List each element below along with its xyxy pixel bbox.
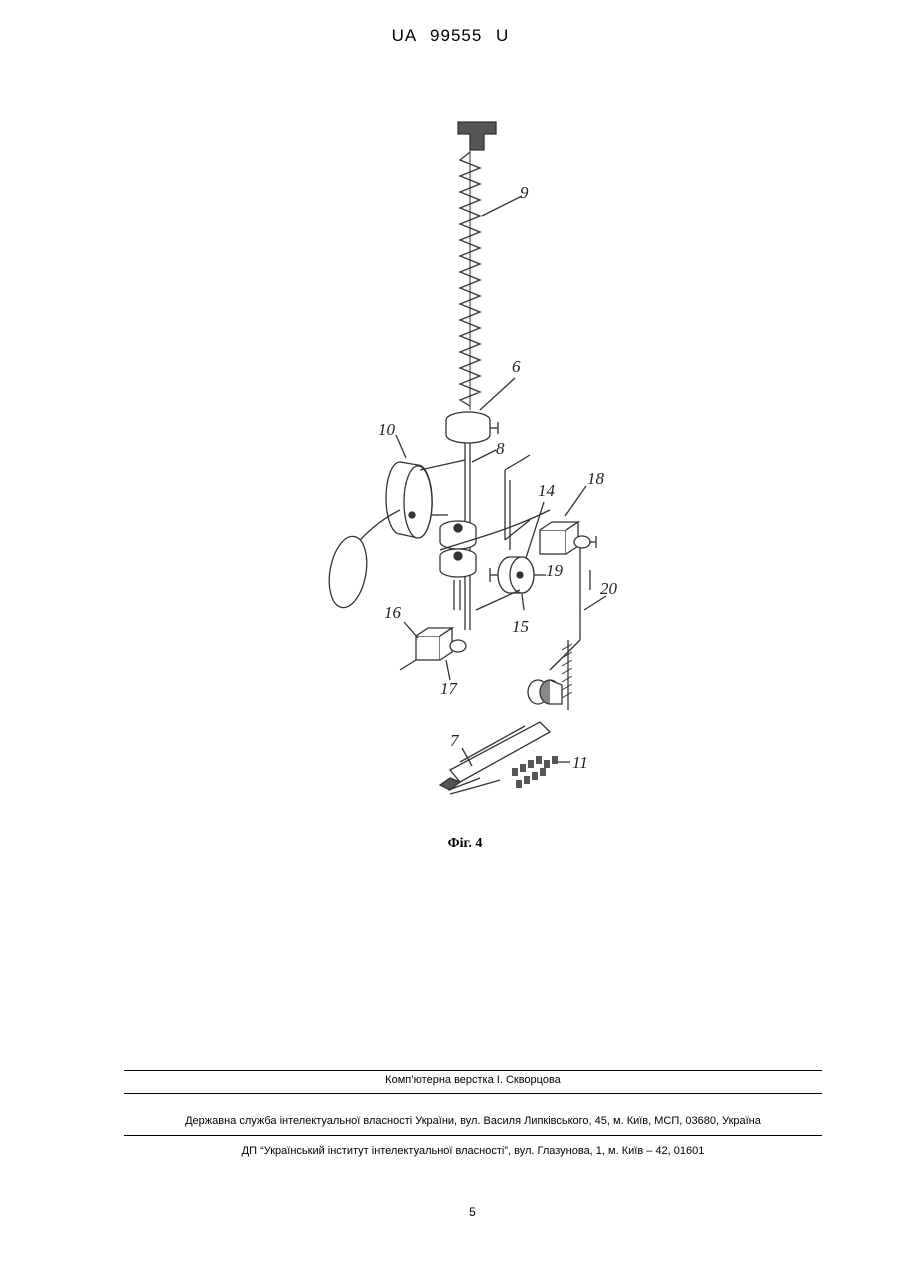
- label-6: 6: [512, 357, 521, 376]
- patent-drawing: 9 6 10 8 14 18 19 20 15 16 17 7 11: [300, 110, 640, 810]
- mechanism-diagram: 9 6 10 8 14 18 19 20 15 16 17 7 11: [300, 110, 640, 810]
- label-16: 16: [384, 603, 402, 622]
- label-17: 17: [440, 679, 459, 698]
- institute-address: ДП “Український інститут інтелектуальної…: [124, 1145, 822, 1157]
- label-20: 20: [600, 579, 618, 598]
- page-number: 5: [0, 1205, 901, 1219]
- label-7: 7: [450, 731, 460, 750]
- loop: [324, 533, 372, 610]
- label-19: 19: [546, 561, 564, 580]
- label-18: 18: [587, 469, 605, 488]
- label-10: 10: [378, 420, 396, 439]
- figure-caption: Фіг. 4: [0, 836, 901, 852]
- block-6: [446, 420, 490, 443]
- block-18: [540, 530, 566, 554]
- label-8: 8: [496, 439, 505, 458]
- document-id: UA 99555 U: [0, 26, 901, 46]
- label-9: 9: [520, 183, 529, 202]
- block-16: [416, 636, 440, 660]
- agency-address: Державна служба інтелектуальної власност…: [124, 1115, 822, 1127]
- layout-credit: Комп’ютерна верстка І. Скворцова: [124, 1074, 822, 1086]
- label-14: 14: [538, 481, 556, 500]
- footer-rule-middle: [124, 1093, 822, 1094]
- top-mount: [458, 122, 496, 150]
- label-15: 15: [512, 617, 529, 636]
- footer-rule-top: [124, 1070, 822, 1071]
- footer-rule-bottom: [124, 1135, 822, 1136]
- items-11: [512, 756, 558, 788]
- label-11: 11: [572, 753, 588, 772]
